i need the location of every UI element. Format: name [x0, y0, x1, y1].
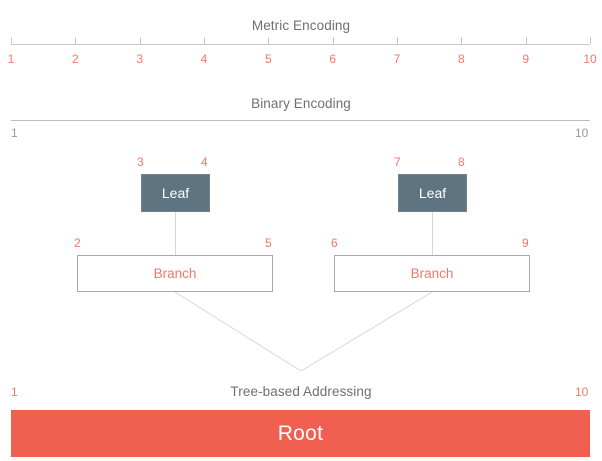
- branch-left-end-num: 5: [265, 236, 272, 250]
- branch-left-start-num: 2: [74, 236, 81, 250]
- branch-node-left-label: Branch: [153, 266, 197, 281]
- root-node-label: Root: [277, 421, 324, 445]
- leaf-node-left[interactable]: Leaf: [141, 174, 210, 212]
- binary-end-label: 10: [575, 126, 589, 140]
- connector-right-branch-to-root: [300, 291, 433, 372]
- leaf-node-right[interactable]: Leaf: [398, 174, 467, 212]
- metric-tick-2: [75, 37, 77, 44]
- metric-tick-8: [461, 37, 463, 44]
- leaf-right-start-num: 7: [394, 155, 401, 169]
- metric-tick-label-1: 1: [7, 52, 15, 66]
- metric-tick-10: [590, 37, 591, 44]
- metric-tick-label-3: 3: [136, 52, 143, 66]
- metric-tick-3: [139, 37, 141, 44]
- metric-tick-label-9: 9: [522, 52, 529, 66]
- metric-tick-4: [204, 37, 205, 44]
- leaf-left-end-num: 4: [201, 155, 208, 169]
- metric-tick-label-5: 5: [264, 52, 272, 66]
- metric-tick-label-2: 2: [71, 52, 79, 66]
- metric-tick-1: [11, 37, 12, 44]
- root-node[interactable]: Root: [11, 410, 590, 457]
- metric-tick-7: [397, 37, 398, 44]
- connector-left-leaf-to-branch: [175, 212, 176, 255]
- metric-tick-label-10: 10: [583, 52, 597, 66]
- tree-addressing-title: Tree-based Addressing: [230, 384, 372, 399]
- tree-start-label: 1: [11, 385, 18, 399]
- branch-right-end-num: 9: [522, 236, 529, 250]
- branch-node-left[interactable]: Branch: [77, 255, 273, 292]
- metric-tick-label-4: 4: [200, 52, 208, 66]
- metric-tick-label-7: 7: [393, 52, 401, 66]
- metric-tick-9: [525, 37, 527, 44]
- branch-node-right-label: Branch: [410, 266, 454, 281]
- leaf-node-right-label: Leaf: [418, 185, 447, 201]
- tree-end-label: 10: [575, 385, 589, 399]
- binary-encoding-title: Binary Encoding: [251, 96, 351, 111]
- metric-encoding-title: Metric Encoding: [251, 18, 351, 33]
- metric-tick-label-6: 6: [329, 52, 336, 66]
- binary-start-label: 1: [11, 126, 18, 140]
- metric-axis-line: [11, 37, 591, 45]
- branch-right-start-num: 6: [331, 236, 338, 250]
- connector-left-branch-to-root: [174, 291, 302, 372]
- leaf-node-left-label: Leaf: [161, 185, 190, 201]
- metric-tick-5: [268, 37, 270, 44]
- metric-tick-label-8: 8: [457, 52, 465, 66]
- metric-tick-6: [332, 37, 334, 44]
- leaf-right-end-num: 8: [458, 155, 465, 169]
- binary-axis-line: [11, 120, 590, 121]
- branch-node-right[interactable]: Branch: [334, 255, 530, 292]
- leaf-left-start-num: 3: [137, 155, 144, 169]
- connector-right-leaf-to-branch: [432, 212, 433, 255]
